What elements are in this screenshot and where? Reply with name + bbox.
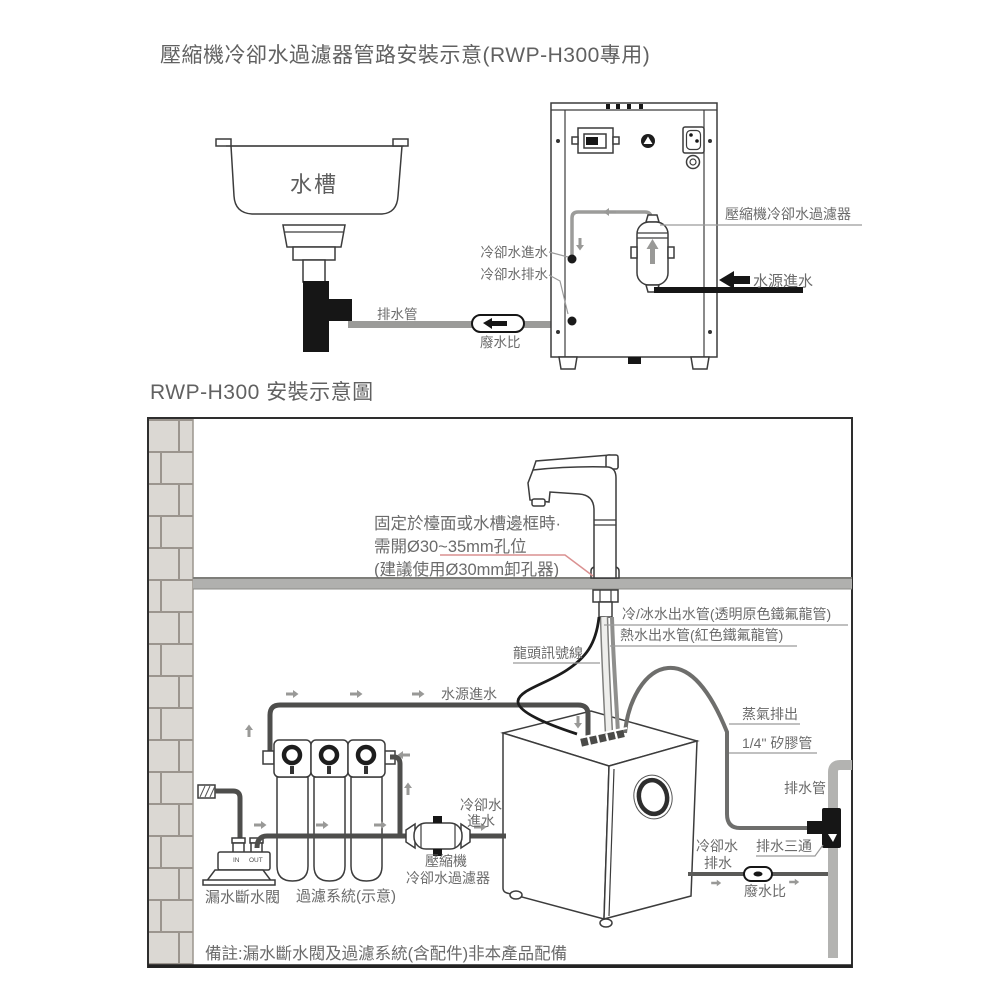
top-diagram-labels: 冷卻水進水 冷卻水排水 壓縮機冷卻水過濾器 水源進水 [481,206,862,315]
cold-water-tube [601,616,612,735]
filter-sump [276,776,309,882]
silicone-label: 1/4" 矽膠管 [742,735,812,751]
up-arrow-icon [646,239,659,264]
bottom-diagram-labels: 冷/冰水出水管(透明原色鐵氟龍管) 熱水出水管(紅色鐵氟龍管) 龍頭訊號線 蒸氣… [205,606,848,963]
filter-feed-pipe [390,754,403,836]
sink-drain-flange [282,224,346,248]
filter-system-label: 過濾系統(示意) [296,887,396,905]
drain-stand-pipe [828,760,852,958]
machine-front-face [502,731,610,920]
bottom-title: RWP-H300 安裝示意圖 [150,381,374,404]
mount-note-line1: 固定於檯面或水槽邊框時· [374,514,561,533]
machine-foot [690,356,710,370]
steam-out-label: 蒸氣排出 [742,706,798,722]
filter-system [262,739,396,882]
sink: 水槽 [215,138,409,352]
drain-tee [807,808,841,848]
brick-wall [149,419,193,966]
machine-back-view [550,102,803,370]
drain-line-top: 排水管 廢水比 [348,307,570,350]
cooling-in-label-l2: 進水 [467,813,495,829]
round-connector-icon [685,154,701,170]
machine-top-connectors [578,727,628,747]
left-arrow-icon [483,318,507,329]
warning-button-icon [641,134,655,148]
waste-ratio-label-top: 廢水比 [480,335,521,350]
compressor-filter-cartridge [630,214,675,293]
signal-label: 龍頭訊號線 [513,645,583,661]
cooling-drain-label: 冷卻水排水 [481,267,549,282]
compressor-label-l2: 冷卻水過濾器 [406,870,490,886]
leak-valve-label: 漏水斷水閥 [205,889,280,906]
machine-foot [599,918,613,928]
cooling-drain-label-l2: 排水 [704,855,732,871]
countertop [193,577,852,590]
mount-note-leader [440,554,594,577]
steam-pipe [623,665,808,830]
bottom-diagram: RWP-H300 安裝示意圖 固定於檯面或水槽邊框時· 需開Ø30~35mm孔位… [147,381,853,968]
machine-foot [509,890,523,900]
tee-arrow-icon [828,834,837,842]
hot-out-label: 熱水出水管(紅色鐵氟龍管) [620,627,783,643]
mount-note-line3: (建議使用Ø30mm卸孔器) [374,560,559,579]
water-source-arrow-icon [719,271,750,289]
cooling-in-label-l1: 冷卻水 [460,797,502,813]
note-text: 備註:漏水斷水閥及過濾系統(含配件)非本產品配備 [205,944,567,963]
machine-side-hole [636,777,670,817]
water-source-pipe [267,702,591,757]
drain-trap [303,281,329,352]
flow-meter-icon [571,127,620,154]
water-source-label-top: 水源進水 [753,273,813,290]
waste-ratio-valve [743,866,773,882]
cooling-in-label: 冷卻水進水 [481,245,549,260]
top-title: 壓縮機冷卻水過濾器管路安裝示意(RWP-H300專用) [160,44,650,67]
sink-label: 水槽 [290,172,338,197]
filter-sump [313,776,346,882]
top-diagram: 壓縮機冷卻水過濾器管路安裝示意(RWP-H300專用) 水槽 排水管 廢水比 [160,44,862,370]
filter-sump [350,776,383,882]
faucet-tubes [516,589,620,736]
mount-note-line2: 需開Ø30~35mm孔位 [374,537,527,556]
faucet [527,454,620,579]
cooling-drain-label-l1: 冷卻水 [696,838,738,854]
drain-trap-branch [329,299,352,321]
leak-shutoff-valve: IN OUT [197,784,276,886]
drain-tee-label: 排水三通 [756,838,812,854]
faucet-mounting-nut [592,589,619,603]
cooling-in-port [567,254,577,264]
mounting-note: 固定於檯面或水槽邊框時· 需開Ø30~35mm孔位 (建議使用Ø30mm卸孔器) [374,514,594,579]
drain-pipe-top [348,321,570,328]
cold-out-label: 冷/冰水出水管(透明原色鐵氟龍管) [622,606,831,622]
valve-out-label: OUT [249,857,263,864]
power-socket-icon [682,126,705,154]
water-source-label: 水源進水 [441,686,497,702]
compressor-label-l1: 壓縮機 [425,853,467,869]
faucet-nozzle [531,498,546,507]
valve-in-label: IN [233,857,240,864]
faucet-signal-cable [516,616,601,736]
compressor-filter-label: 壓縮機冷卻水過濾器 [725,206,851,222]
machine-foot [558,356,578,370]
compressor-filter-inline [405,816,471,856]
machine-right-face [603,739,698,920]
drain-pipe-label: 排水管 [784,780,826,796]
waste-ratio-label: 廢水比 [744,883,786,899]
water-source-line [654,287,803,293]
cooling-drain-port [567,316,577,326]
machine-drain-nub [628,357,641,364]
hot-water-tube [610,616,620,734]
drain-pipe-label-top: 排水管 [377,307,418,322]
machine-unit [500,710,700,928]
